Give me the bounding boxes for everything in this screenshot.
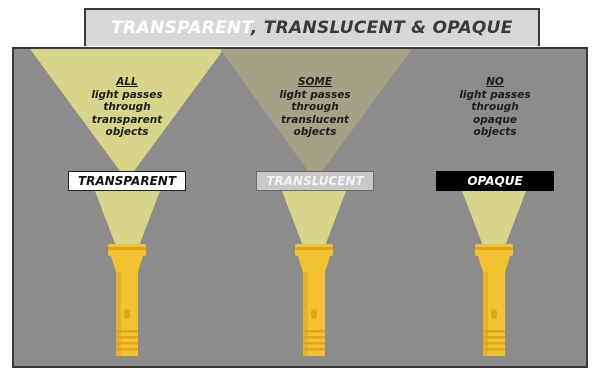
- flashlight-icon: [108, 244, 146, 356]
- caption-translucent: SOME light passes through translucent ob…: [260, 76, 370, 139]
- flashlight-body-shade: [303, 272, 308, 356]
- material-label-transparent: TRANSPARENT: [68, 171, 186, 191]
- flashlight-grip-ring: [483, 342, 505, 345]
- beam-opaque-lower: [462, 191, 526, 246]
- caption-line: objects: [473, 126, 517, 138]
- caption-line: objects: [293, 126, 337, 138]
- flashlight-grip-ring: [303, 348, 325, 351]
- caption-transparent: ALL light passes through transparent obj…: [72, 76, 182, 139]
- caption-quantity: ALL: [116, 76, 138, 88]
- caption-line: translucent: [281, 113, 349, 126]
- flashlight-body-shade: [116, 272, 121, 356]
- caption-line: light passes: [279, 88, 351, 101]
- flashlight-grip-ring: [116, 348, 138, 351]
- flashlight-switch: [124, 309, 130, 319]
- flashlight-icon: [475, 244, 513, 356]
- caption-quantity: SOME: [297, 76, 333, 88]
- caption-line: light passes: [91, 88, 163, 101]
- flashlight-grip-ring: [303, 342, 325, 345]
- caption-opaque: NO light passes through opaque objects: [440, 76, 550, 139]
- title-transparent: TRANSPARENT: [111, 18, 251, 38]
- flashlight-head-band: [108, 247, 146, 250]
- caption-quantity: NO: [486, 76, 504, 88]
- flashlight-grip-ring: [483, 336, 505, 339]
- flashlight-grip-ring: [303, 330, 325, 333]
- flashlight-head-band: [475, 247, 513, 250]
- caption-line: through: [291, 101, 339, 113]
- flashlight-switch: [311, 309, 317, 319]
- flashlight-grip-ring: [116, 336, 138, 339]
- caption-line: through: [103, 101, 151, 113]
- flashlight-grip-ring: [303, 336, 325, 339]
- caption-line: objects: [105, 126, 149, 138]
- flashlight-grip-ring: [116, 342, 138, 345]
- caption-line: opaque: [473, 113, 517, 126]
- flashlight-grip-ring: [483, 330, 505, 333]
- flashlight-body-shade: [483, 272, 488, 356]
- flashlight-icon: [295, 244, 333, 356]
- flashlight-grip-ring: [116, 330, 138, 333]
- beam-translucent-lower: [282, 191, 346, 246]
- title-rest: , TRANSLUCENT & OPAQUE: [250, 18, 513, 38]
- flashlight-neck: [111, 256, 143, 272]
- caption-line: through: [471, 101, 519, 113]
- beam-transparent-upper: [30, 49, 224, 171]
- caption-line: light passes: [459, 88, 531, 101]
- flashlight-switch: [491, 309, 497, 319]
- flashlight-grip-ring: [483, 348, 505, 351]
- material-label-opaque: OPAQUE: [436, 171, 554, 191]
- flashlight-neck: [298, 256, 330, 272]
- beam-translucent-upper: [220, 49, 412, 171]
- flashlight-head-band: [295, 247, 333, 250]
- title-banner: TRANSPARENT, TRANSLUCENT & OPAQUE: [84, 8, 540, 46]
- beam-transparent-lower: [95, 191, 160, 246]
- flashlight-neck: [478, 256, 510, 272]
- material-label-translucent: TRANSLUCENT: [256, 171, 374, 191]
- caption-line: transparent: [91, 113, 163, 126]
